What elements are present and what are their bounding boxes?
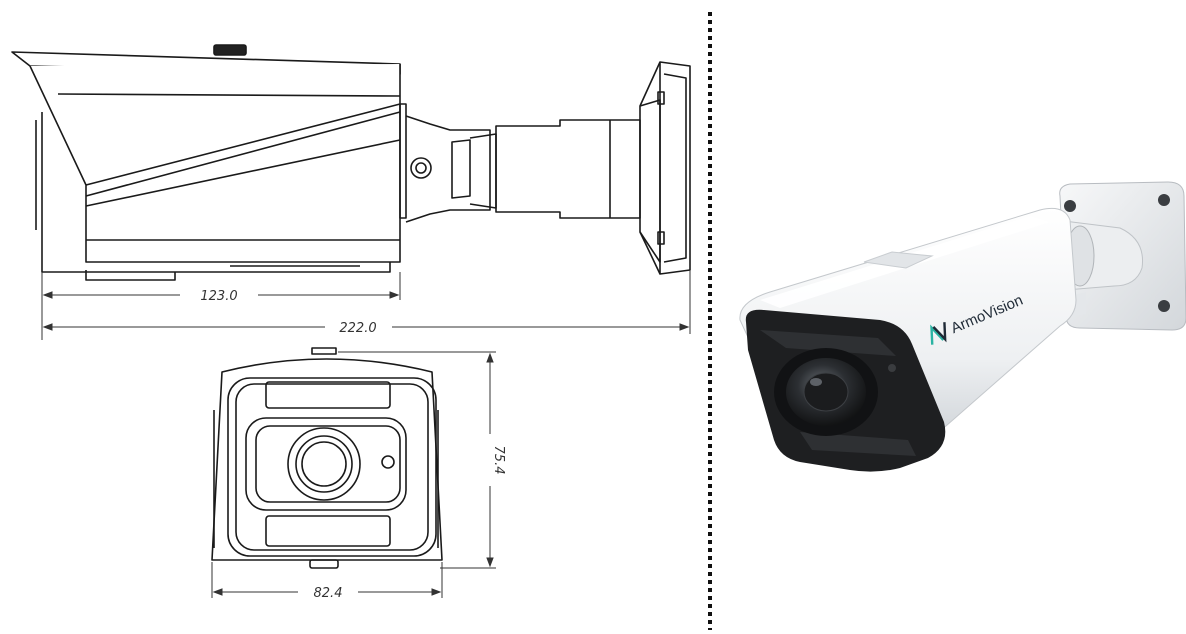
front-dimension-lines [211,351,496,598]
side-view-drawing [11,44,691,281]
side-dimension-lines [41,270,691,340]
width-label: 82.4 [314,586,343,601]
height-label: 75.4 [491,446,506,475]
front-view-drawing [211,347,443,569]
overall-length-label: 222.0 [339,321,376,336]
product-photo: ArmoVision [739,181,1186,472]
housing-length-label: 123.0 [200,289,237,304]
